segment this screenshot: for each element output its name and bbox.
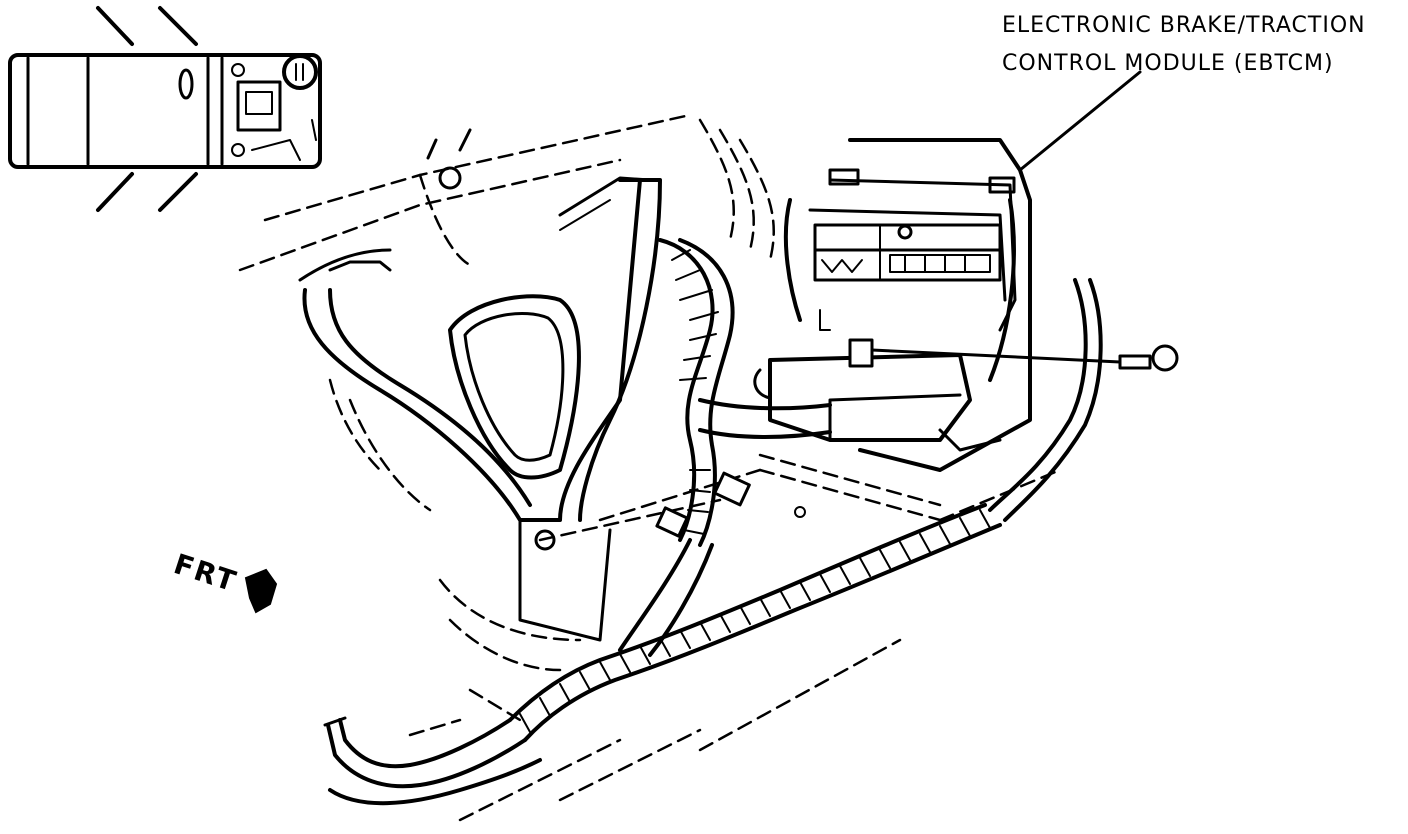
wiring-harness: [618, 238, 832, 657]
console-bracket: [302, 176, 662, 642]
brake-line-conduit: [323, 278, 1103, 806]
front-direction-indicator: FRT: [170, 547, 278, 614]
callout-label-line1: ELECTRONIC BRAKE/TRACTION: [1002, 13, 1366, 38]
callout-leader-line: [1018, 70, 1142, 172]
ebtcm-module: [753, 138, 1179, 472]
callout-label-line2: CONTROL MODULE (EBTCM): [1002, 51, 1334, 76]
vehicle-locator-inset: [8, 6, 322, 212]
front-direction-label: FRT: [170, 547, 242, 598]
front-arrow-icon: [244, 568, 278, 614]
